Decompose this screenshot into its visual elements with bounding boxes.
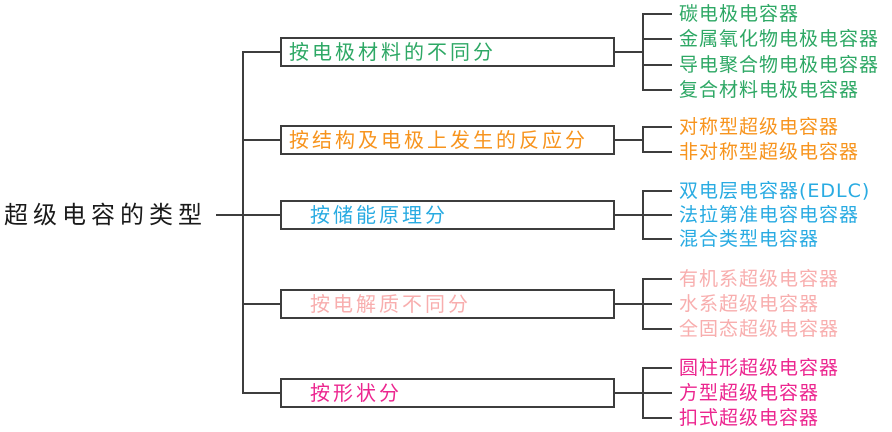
leaf-node: 双电层电容器(EDLC) [679, 180, 871, 202]
leaf-node: 对称型超级电容器 [679, 116, 840, 138]
leaf-node: 全固态超级电容器 [679, 318, 840, 340]
leaf-node: 法拉第准电容电容器 [679, 204, 860, 226]
branch-box-electrode-material: 按电极材料的不同分 [280, 37, 615, 67]
leaf-node: 圆柱形超级电容器 [679, 357, 840, 379]
leaf-node: 复合材料电极电容器 [679, 79, 860, 101]
branch-label: 按储能原理分 [310, 203, 448, 227]
leaf-node: 扣式超级电容器 [679, 407, 820, 429]
branch-label: 按结构及电极上发生的反应分 [289, 128, 588, 152]
branch-label: 按电极材料的不同分 [289, 40, 496, 64]
branch-box-electrolyte: 按电解质不同分 [280, 289, 615, 319]
branch-box-energy-storage-principle: 按储能原理分 [280, 200, 615, 230]
leaf-node: 金属氧化物电极电容器 [679, 28, 880, 50]
leaf-node: 水系超级电容器 [679, 293, 820, 315]
leaf-node: 混合类型电容器 [679, 228, 820, 250]
leaf-node: 导电聚合物电极电容器 [679, 54, 880, 76]
branch-label: 按电解质不同分 [310, 292, 471, 316]
branch-label: 按形状分 [310, 381, 402, 405]
branch-box-structure-reaction: 按结构及电极上发生的反应分 [280, 125, 615, 155]
branch-box-shape: 按形状分 [280, 378, 615, 408]
leaf-node: 有机系超级电容器 [679, 268, 840, 290]
leaf-node: 方型超级电容器 [679, 382, 820, 404]
leaf-node: 碳电极电容器 [679, 3, 800, 25]
root-node-label: 超级电容的类型 [4, 201, 207, 229]
leaf-node: 非对称型超级电容器 [679, 141, 860, 163]
